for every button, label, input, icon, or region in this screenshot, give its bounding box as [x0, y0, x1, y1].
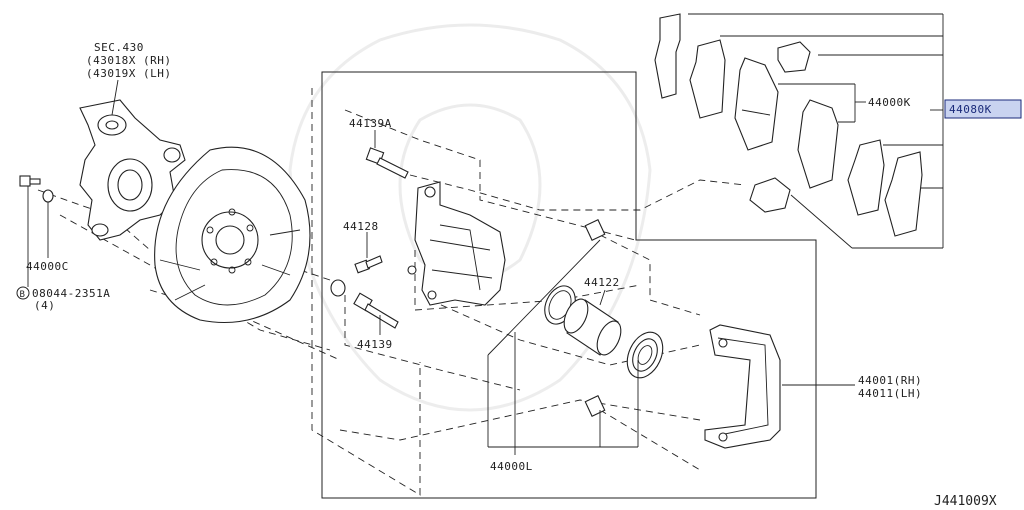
- shim-outer-1: [654, 13, 681, 99]
- label-sec430-lh: (43019X (LH): [86, 67, 171, 80]
- guide-pin-44139a: [365, 147, 409, 179]
- bolt-marker-icon: [16, 286, 30, 300]
- caliper-group-box: [321, 71, 817, 499]
- label-44000k[interactable]: 44000K: [868, 96, 911, 109]
- leader-44000l: [487, 239, 639, 455]
- label-44001-rh[interactable]: 44001(RH): [858, 374, 922, 387]
- label-sec430-rh: (43018X (RH): [86, 54, 171, 67]
- bushing-upper: [584, 219, 606, 241]
- shim-outer-2: [689, 39, 726, 119]
- label-44011-lh[interactable]: 44011(LH): [858, 387, 922, 400]
- hub-bolt: [19, 175, 41, 187]
- boot-cap: [330, 279, 346, 297]
- leader-44122: [599, 289, 606, 306]
- highlight-44080k[interactable]: [944, 99, 1022, 119]
- watermark-logo: [288, 23, 652, 412]
- steering-knuckle: [79, 99, 186, 241]
- label-44080k[interactable]: 44080K: [949, 103, 992, 116]
- label-sec430: SEC.430: [94, 41, 144, 54]
- piston-boot: [626, 331, 664, 379]
- washer-44000c: [42, 189, 54, 203]
- label-08044[interactable]: 08044-2351A: [32, 287, 110, 300]
- piston-44122: [563, 298, 622, 356]
- label-44139[interactable]: 44139: [357, 338, 393, 351]
- brake-pad-outer: [734, 57, 779, 151]
- dust-shield: [154, 146, 311, 323]
- diagram-id: J441009X: [934, 494, 997, 509]
- label-44000c[interactable]: 44000C: [26, 260, 69, 273]
- bushing-lower: [584, 395, 606, 417]
- label-44000l[interactable]: 44000L: [490, 460, 533, 473]
- label-44139a[interactable]: 44139A: [349, 117, 392, 130]
- brake-pad-inner: [797, 99, 839, 189]
- leader-sec430: [111, 79, 119, 116]
- shim-inner-2: [884, 151, 923, 237]
- label-44122[interactable]: 44122: [584, 276, 620, 289]
- bolt-marker-letter: B: [20, 290, 25, 300]
- pad-clips-upper: [777, 41, 811, 73]
- pad-kit-bracket: [688, 13, 944, 249]
- label-44128[interactable]: 44128: [343, 220, 379, 233]
- label-08044-qty: (4): [34, 299, 55, 312]
- shim-inner-1: [847, 139, 885, 216]
- guide-pin-44139: [353, 292, 399, 329]
- pad-clips-lower: [749, 177, 791, 213]
- caliper-bracket: [704, 324, 781, 449]
- caliper-body: [407, 181, 506, 306]
- bleeder-44128: [354, 255, 383, 274]
